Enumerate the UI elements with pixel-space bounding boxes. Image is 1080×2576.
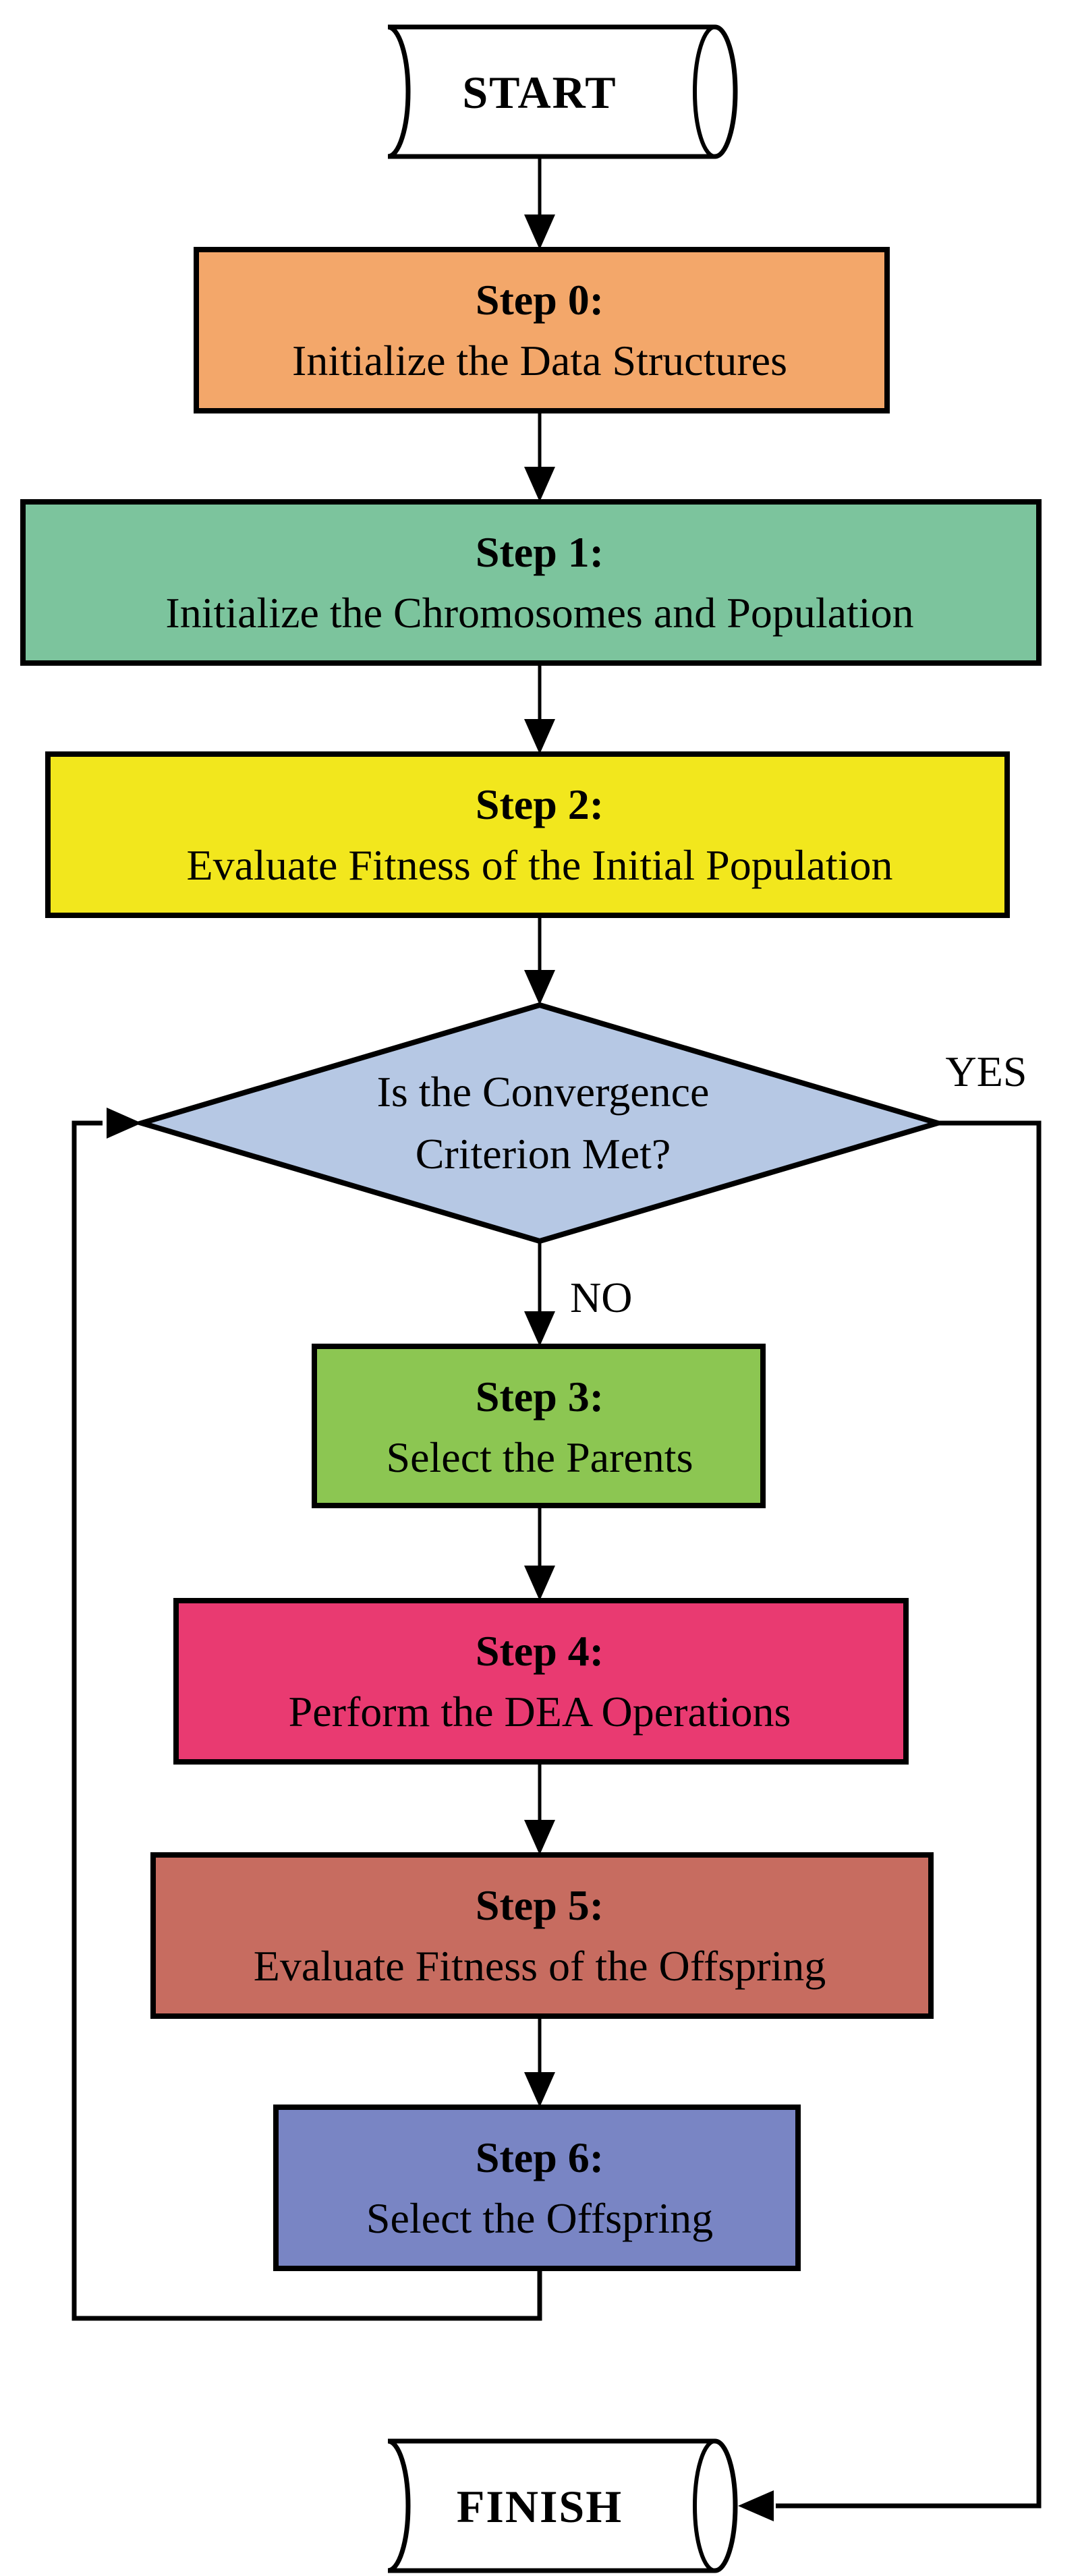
arrowhead-icon — [524, 970, 555, 1005]
step6-text: Select the Offspring — [366, 2194, 713, 2242]
feedback-loop — [72, 1108, 542, 2321]
step1-text: Initialize the Chromosomes and Populatio… — [165, 589, 913, 637]
step1-title: Step 1: — [476, 528, 604, 576]
arrow-step5-step6 — [524, 2016, 555, 2107]
step3-text: Select the Parents — [387, 1433, 693, 1481]
no-label: NO — [570, 1273, 632, 1321]
arrowhead-icon — [524, 719, 555, 754]
arrow-step3-step4 — [524, 1506, 555, 1601]
step1-box — [20, 499, 1042, 666]
node-step6: Step 6: Select the Offspring — [273, 2105, 801, 2271]
step3-box — [312, 1344, 766, 1508]
node-step2: Step 2: Evaluate Fitness of the Initial … — [45, 751, 1010, 918]
step0-title: Step 0: — [476, 276, 604, 324]
yes-branch: YES — [738, 1048, 1042, 2521]
finish-label: FINISH — [457, 2481, 623, 2532]
step0-text: Initialize the Data Structures — [292, 337, 787, 384]
arrowhead-icon — [524, 1566, 555, 1601]
arrowhead-icon — [738, 2490, 774, 2521]
decision-line2: Criterion Met? — [416, 1130, 671, 1178]
step6-title: Step 6: — [476, 2134, 604, 2181]
finish-cylinder-rim — [693, 2439, 716, 2573]
decision-line1: Is the Convergence — [377, 1068, 710, 1116]
node-step3: Step 3: Select the Parents — [312, 1344, 766, 1508]
arrow-start-step0 — [524, 156, 555, 250]
step6-box — [273, 2105, 801, 2271]
node-step4: Step 4: Perform the DEA Operations — [173, 1598, 909, 1765]
step4-text: Perform the DEA Operations — [289, 1688, 791, 1736]
step3-title: Step 3: — [476, 1373, 604, 1421]
step5-box — [150, 1852, 934, 2019]
arrowhead-icon — [107, 1108, 142, 1139]
start-label: START — [462, 67, 617, 118]
step2-title: Step 2: — [476, 780, 604, 828]
no-branch: NO — [524, 1241, 632, 1346]
yes-label: YES — [946, 1048, 1027, 1095]
arrowhead-icon — [524, 214, 555, 250]
finish-terminal: FINISH — [387, 2438, 738, 2573]
arrow-step0-step1 — [524, 411, 555, 502]
arrowhead-icon — [524, 1311, 555, 1346]
arrowhead-icon — [524, 467, 555, 502]
step2-box — [45, 751, 1010, 918]
start-cylinder-rim — [693, 25, 716, 159]
step4-box — [173, 1598, 909, 1765]
node-step5: Step 5: Evaluate Fitness of the Offsprin… — [150, 1852, 934, 2019]
node-step1: Step 1: Initialize the Chromosomes and P… — [20, 499, 1042, 666]
decision-node: Is the Convergence Criterion Met? — [132, 1002, 948, 1244]
arrowhead-icon — [524, 2072, 555, 2107]
arrow-step1-step2 — [524, 663, 555, 754]
decision-diamond — [132, 1002, 948, 1244]
node-step0: Step 0: Initialize the Data Structures — [194, 247, 890, 413]
step5-title: Step 5: — [476, 1881, 604, 1929]
start-terminal: START — [387, 24, 738, 159]
step5-text: Evaluate Fitness of the Offspring — [254, 1942, 826, 1990]
arrow-step4-step5 — [524, 1762, 555, 1855]
step2-text: Evaluate Fitness of the Initial Populati… — [187, 841, 893, 889]
step4-title: Step 4: — [476, 1627, 604, 1675]
arrow-step2-decision — [524, 915, 555, 1005]
step0-box — [194, 247, 890, 413]
arrowhead-icon — [524, 1820, 555, 1855]
